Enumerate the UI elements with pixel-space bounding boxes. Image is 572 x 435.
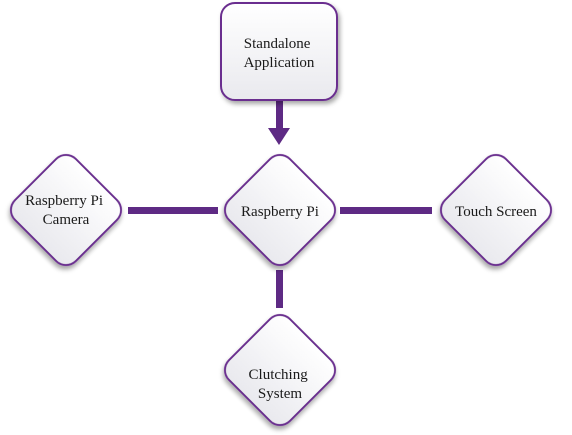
node-label-line: System — [258, 386, 303, 402]
node-label-line: Raspberry Pi — [25, 193, 103, 209]
node-shape-diamond — [223, 313, 337, 427]
node-standalone-application: Standalone Application — [220, 2, 338, 101]
svg-text:Clutching System: Clutching System — [249, 367, 312, 402]
node-label-line: Raspberry Pi — [241, 204, 319, 220]
node-shape-square — [220, 2, 338, 101]
node-raspberry-pi: Raspberry Pi — [223, 153, 337, 267]
arrowhead-down-icon — [268, 128, 290, 145]
node-shape-diamond — [9, 153, 123, 267]
svg-text:Touch Screen: Touch Screen — [455, 204, 537, 220]
node-label-line: Clutching — [249, 367, 309, 383]
svg-text:Raspberry Pi Camera: Raspberry Pi Camera — [25, 193, 107, 228]
node-touch-screen: Touch Screen — [439, 153, 553, 267]
node-shape-diamond — [439, 153, 553, 267]
connector-pi-to-clutching-system — [276, 270, 283, 308]
svg-text:Standalone Application: Standalone Application — [244, 36, 315, 71]
node-label-line: Touch Screen — [455, 204, 537, 220]
connector-pi-to-camera — [128, 207, 218, 214]
connector-application-to-pi — [276, 100, 283, 132]
node-label-line: Camera — [43, 212, 90, 228]
node-label-line: Standalone — [244, 36, 311, 52]
node-label-line: Application — [244, 55, 315, 71]
node-clutching-system: Clutching System — [223, 313, 337, 427]
node-shape-diamond — [223, 153, 337, 267]
connectors — [128, 100, 432, 308]
connector-pi-to-touch-screen — [340, 207, 432, 214]
svg-text:Raspberry Pi: Raspberry Pi — [241, 204, 319, 220]
node-raspberry-pi-camera: Raspberry Pi Camera — [9, 153, 123, 267]
